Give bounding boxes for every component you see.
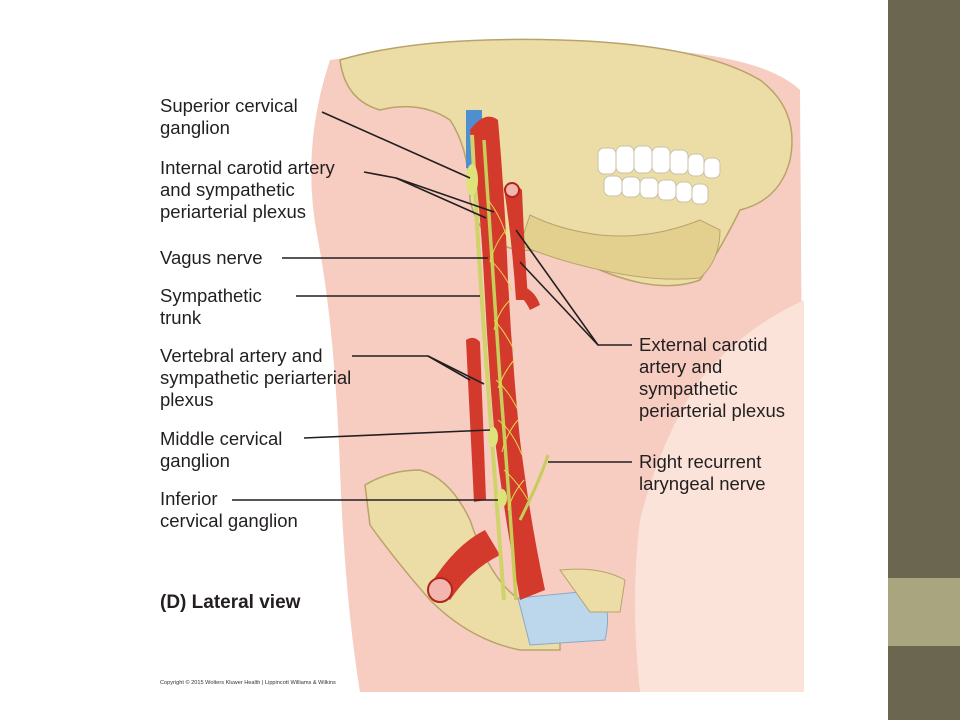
label-internal-carotid-artery: Internal carotid artery and sympathetic … <box>160 157 335 222</box>
label-vagus-nerve: Vagus nerve <box>160 247 263 268</box>
label-vertebral-artery: Vertebral artery and sympathetic periart… <box>160 345 352 410</box>
label-middle-cervical-ganglion: Middle cervical ganglion <box>160 428 283 471</box>
decorative-sidebar-accent <box>888 578 960 646</box>
label-external-carotid-artery: External carotid artery and sympathetic … <box>639 334 786 421</box>
view-title: (D) Lateral view <box>160 592 301 613</box>
mandible <box>519 214 721 280</box>
label-superior-cervical-ganglion: Superior cervical ganglion <box>160 95 298 138</box>
external-carotid-cut-end <box>504 182 520 198</box>
label-recurrent-laryngeal-nerve: Right recurrent laryngeal nerve <box>639 451 766 494</box>
middle-cervical-ganglion-shape <box>488 427 498 447</box>
vertebral-artery <box>466 337 486 502</box>
neck-front-contour <box>635 300 804 692</box>
leader-vertebral-artery-2 <box>427 355 485 385</box>
copyright-notice: Copyright © 2015 Wolters Kluwer Health |… <box>160 680 336 686</box>
skull <box>339 38 793 287</box>
label-inferior-cervical-ganglion: Inferior cervical ganglion <box>160 488 298 531</box>
artery-branch <box>518 285 540 310</box>
periarterial-plexus <box>487 199 529 511</box>
external-carotid-artery <box>504 185 528 300</box>
leader-superior-cervical-ganglion <box>321 111 471 179</box>
leader-middle-cervical-ganglion <box>303 429 491 439</box>
leader-external-carotid-2 <box>519 261 599 346</box>
teeth <box>597 145 721 205</box>
recurrent-laryngeal-nerve <box>518 454 550 521</box>
leader-internal-carotid-2 <box>395 177 487 219</box>
leader-lines <box>232 111 632 501</box>
label-sympathetic-trunk: Sympathetic trunk <box>160 285 262 328</box>
rib-bone <box>559 568 626 613</box>
subclavian-cut-end <box>427 577 453 603</box>
vagus-nerve <box>482 139 518 601</box>
superior-cervical-ganglion-shape <box>466 164 478 196</box>
inferior-cervical-ganglion-shape <box>497 489 507 507</box>
